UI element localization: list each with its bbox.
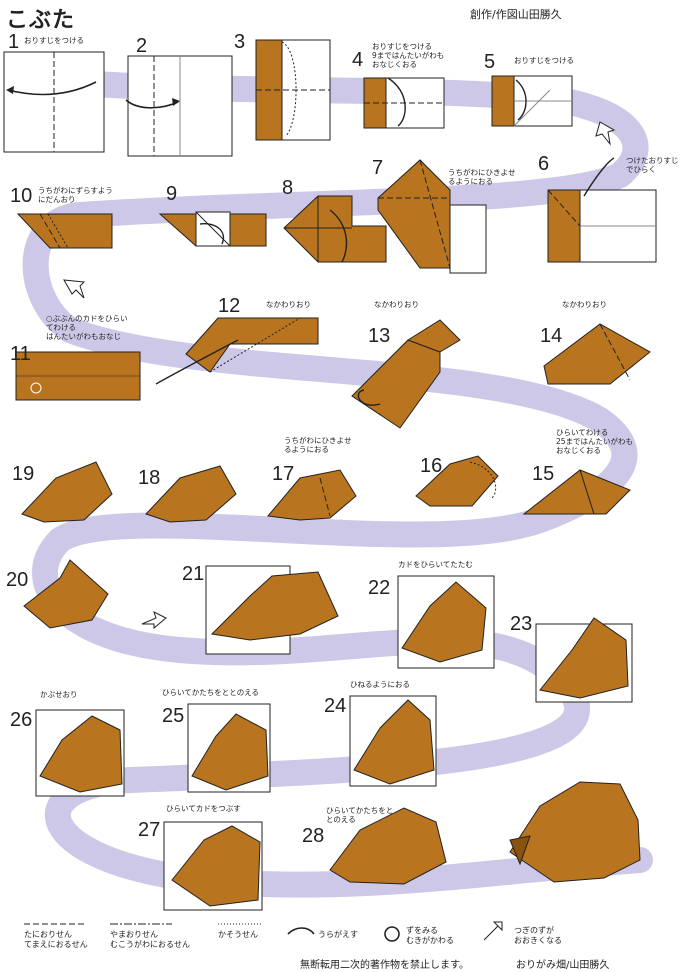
- step-number: 6: [538, 153, 550, 175]
- step-number: 5: [484, 51, 496, 73]
- step-number: 8: [282, 177, 294, 199]
- step-note: おりすじをつける 9まではんたいがわも おなじくおる: [372, 42, 445, 69]
- legend-mountain-fold: やまおりせん むこうがわにおるせん: [110, 930, 190, 949]
- step-number: 24: [324, 695, 347, 717]
- step-number: 23: [510, 613, 533, 635]
- step-number: 28: [302, 825, 325, 847]
- step-number: 7: [372, 157, 384, 179]
- rotate-icon: [384, 926, 400, 942]
- step-number: 26: [10, 709, 33, 731]
- next-arrow-icon: [141, 611, 167, 630]
- step-13-diagram: [351, 319, 461, 429]
- step-6-diagram: [547, 157, 657, 263]
- step-26-diagram: [35, 709, 125, 797]
- step-note: ○ぶぶんのカドをひらい てわける はんたいがわもおなじ: [46, 314, 128, 341]
- step-number: 4: [352, 49, 364, 71]
- step-note: つけたおりすじ でひらく: [626, 156, 679, 174]
- step-note: なかわりおり: [266, 300, 311, 309]
- step-number: 15: [532, 463, 555, 485]
- step-number: 13: [368, 325, 391, 347]
- step-note: かぶせおり: [40, 690, 78, 699]
- step-17-diagram: [267, 469, 357, 521]
- legend-valley-fold: たにおりせん てまえにおるせん: [24, 930, 88, 949]
- bigger-arrow-icon: [483, 921, 503, 941]
- step-19-diagram: [21, 461, 113, 523]
- step-number: 3: [234, 31, 246, 53]
- source-credit: おりがみ畑/山田勝久: [516, 960, 610, 971]
- page-title: こぶた: [6, 8, 76, 33]
- step-note: ひらいてかたちをと とのえる: [326, 806, 394, 824]
- step-3-diagram: [255, 39, 331, 141]
- author-credit: 創作/作図山田勝久: [470, 8, 562, 21]
- step-note: ひねるようにおる: [350, 680, 410, 689]
- step-note: ひらいてカドをつぶす: [166, 804, 241, 813]
- step-note: ひらいてわける 25まではんたいがわも おなじくおる: [556, 428, 634, 455]
- legend-turn-over: うらがえす: [318, 930, 358, 939]
- step-9-diagram: [158, 211, 267, 247]
- step-28-diagram: [329, 807, 447, 885]
- step-16-diagram: [415, 455, 499, 507]
- step-10-diagram: [16, 213, 113, 249]
- step-1-diagram: [3, 51, 105, 153]
- step-number: 18: [138, 467, 161, 489]
- step-number: 11: [10, 343, 31, 365]
- step-note: なかわりおり: [562, 300, 607, 309]
- step-23-diagram: [535, 617, 633, 703]
- step-14-diagram: [543, 323, 651, 385]
- step-18-diagram: [145, 465, 237, 523]
- step-note: ひらいてかたちをととのえる: [162, 688, 259, 697]
- step-12-diagram: [155, 317, 319, 385]
- step-number: 22: [368, 577, 391, 599]
- step-number: 25: [162, 705, 185, 727]
- step-number: 12: [218, 295, 241, 317]
- step-number: 10: [10, 185, 33, 207]
- step-number: 17: [272, 463, 295, 485]
- step-24-diagram: [349, 695, 437, 787]
- step-number: 9: [166, 183, 178, 205]
- next-arrow-icon: [63, 279, 86, 299]
- step-note: うちがわにひきよせ るようにおる: [284, 436, 352, 454]
- step-number: 20: [6, 569, 29, 591]
- step-note: カドをひらいてたたむ: [398, 560, 473, 569]
- turn-over-icon: [287, 927, 315, 935]
- step-number: 14: [540, 325, 563, 347]
- legend-rotate: ずをみる むきがかわる: [406, 926, 454, 945]
- step-number: 19: [12, 463, 35, 485]
- step-4-diagram: [363, 77, 445, 129]
- step-27-diagram: [163, 821, 263, 911]
- step-22-diagram: [397, 575, 495, 669]
- step-8-diagram: [283, 195, 387, 263]
- step-7-diagram: [377, 159, 487, 274]
- step-25-diagram: [187, 703, 271, 793]
- step-number: 1: [8, 31, 20, 53]
- step-5-diagram: [491, 75, 573, 127]
- legend-next-bigger: つぎのずが おおきくなる: [514, 926, 562, 945]
- step-note: うちがわにずらすよう にだんおり: [38, 186, 113, 204]
- step-21-diagram: [205, 565, 339, 655]
- legend-crease: かそうせん: [218, 930, 258, 939]
- step-15-diagram: [522, 469, 631, 515]
- step-note: なかわりおり: [374, 300, 419, 309]
- next-arrow-icon: [595, 121, 616, 146]
- step-note: おりすじをつける: [24, 36, 84, 45]
- step-number: 16: [420, 455, 443, 477]
- copyright-notice: 無断転用二次的著作物を禁止します。: [300, 960, 469, 971]
- step-number: 21: [182, 563, 205, 585]
- step-note: おりすじをつける: [514, 56, 574, 65]
- step-11-diagram: [15, 351, 141, 401]
- step-20-diagram: [23, 559, 109, 629]
- completed-piglet: [509, 781, 641, 883]
- step-note: うちがわにひきよせ るようにおる: [448, 168, 516, 186]
- step-number: 27: [138, 819, 161, 841]
- step-number: 2: [136, 35, 148, 57]
- step-2-diagram: [125, 55, 233, 157]
